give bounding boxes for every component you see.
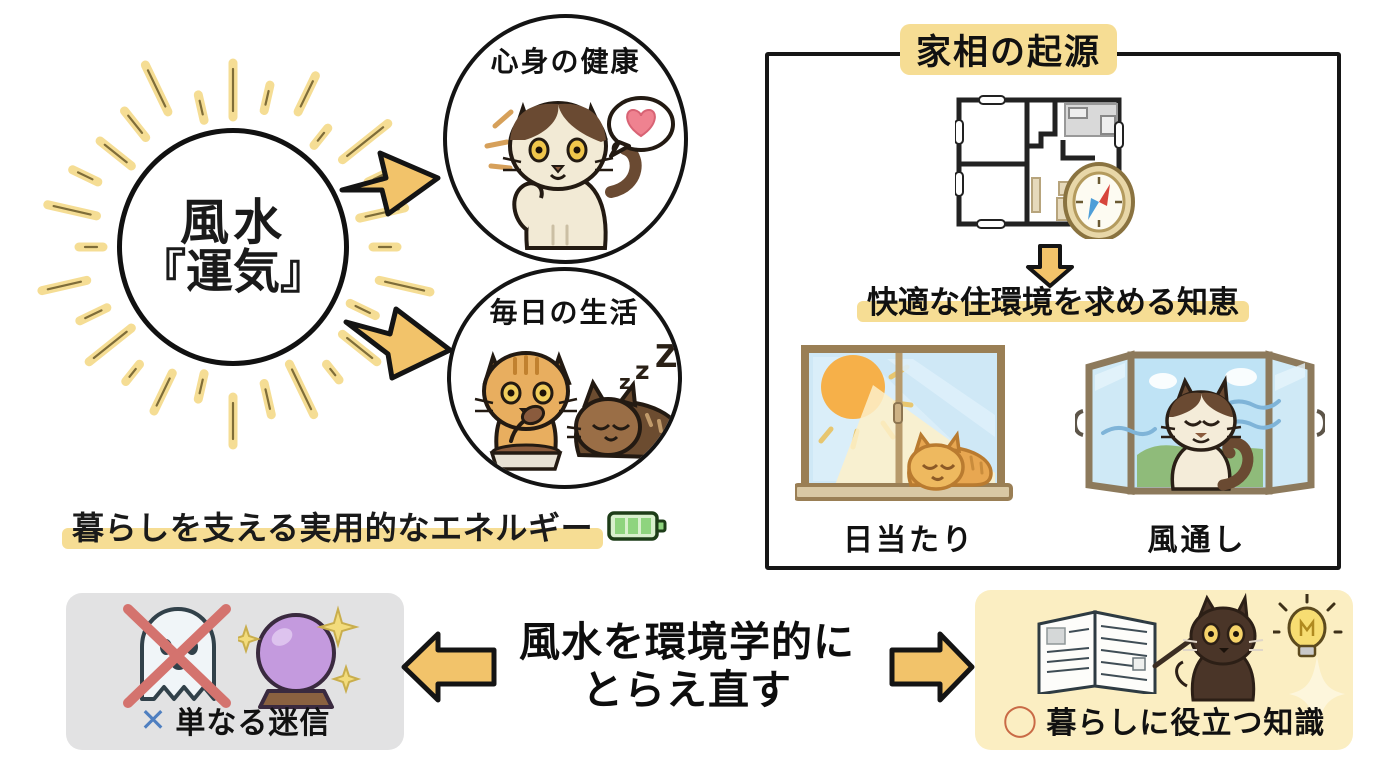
flexing-cat-icon xyxy=(484,101,642,250)
sunlit-window-cat-icon xyxy=(795,345,1013,501)
branch-bubble-health: 心身の健康 xyxy=(443,14,688,264)
window-caption-ventilation: 風通し xyxy=(1147,523,1247,558)
window-caption-sunlight: 日当たり xyxy=(843,523,975,558)
battery-full-icon xyxy=(607,511,667,541)
energy-caption-row: 暮らしを支える実用的なエネルギー xyxy=(61,503,669,549)
wisdom-caption-wrap: 快適な住環境を求める知恵 xyxy=(765,277,1341,322)
superstition-card: ✕ 単なる迷信 xyxy=(66,593,404,750)
cross-mark-icon: ✕ xyxy=(139,701,168,739)
branch-bubble-daily: 毎日の生活 xyxy=(447,267,682,489)
circle-mark-icon: ◯ xyxy=(1002,702,1039,738)
reframe-statement: 風水を環境学的に とらえ直す xyxy=(497,618,877,715)
feng-shui-hub-circle: 風水 『運気』 xyxy=(117,128,349,366)
reframe-statement-line1: 風水を環境学的に xyxy=(519,618,855,666)
sleeping-cat-icon xyxy=(566,378,678,460)
crossed-out-ghost-icon xyxy=(123,604,231,708)
knowledge-card: ◯ 暮らしに役立つ知識 xyxy=(975,590,1353,750)
arrow-to-health-icon xyxy=(339,150,441,217)
window-captions-row: 日当たり 風通し xyxy=(765,515,1341,559)
reframe-statement-line2: とらえ直す xyxy=(582,666,792,715)
zzz-icon: z z Z xyxy=(619,339,677,394)
branch-title-daily: 毎日の生活 xyxy=(489,296,640,329)
arrow-left-icon xyxy=(401,631,497,703)
arrow-right-icon xyxy=(889,631,975,703)
compass-icon xyxy=(1063,162,1135,239)
panel-title: 家相の起源 xyxy=(916,33,1102,73)
wisdom-caption: 快適な住環境を求める知恵 xyxy=(867,285,1239,321)
energy-caption-text: 暮らしを支える実用的なエネルギー xyxy=(61,503,604,549)
panel-title-wrap: 家相の起源 xyxy=(899,24,1118,75)
knowledge-card-label: 暮らしに役立つ知識 xyxy=(1046,706,1326,741)
superstition-card-label-row: ✕ 単なる迷信 xyxy=(66,698,404,742)
sunburst-rays xyxy=(37,58,435,450)
teacher-cat-icon xyxy=(1152,592,1264,702)
knowledge-card-label-row: ◯ 暮らしに役立つ知識 xyxy=(975,698,1353,742)
crystal-ball-icon xyxy=(238,605,362,709)
sparkle-icon xyxy=(1289,656,1345,732)
panel-title-highlight: 家相の起源 xyxy=(899,24,1118,75)
superstition-card-label: 単なる迷信 xyxy=(175,706,331,741)
svg-text:z: z xyxy=(635,356,650,385)
wisdom-caption-highlight: 快適な住環境を求める知恵 xyxy=(857,277,1249,322)
branch-title-health: 心身の健康 xyxy=(490,45,641,78)
svg-text:z: z xyxy=(619,370,631,394)
floor-plan-icon xyxy=(955,95,1135,239)
eating-cat-icon xyxy=(474,350,578,471)
arrow-to-daily-icon xyxy=(343,306,453,381)
open-book-icon xyxy=(1037,610,1157,694)
heart-speech-bubble-icon xyxy=(607,96,675,158)
hub-title-line1: 風水 xyxy=(179,193,286,251)
down-arrow-icon xyxy=(1026,244,1074,288)
svg-text:Z: Z xyxy=(655,339,677,375)
lightbulb-icon xyxy=(1273,594,1343,658)
open-window-breeze-cat-icon xyxy=(1075,350,1325,496)
hub-title-line2: 『運気』 xyxy=(139,245,327,301)
